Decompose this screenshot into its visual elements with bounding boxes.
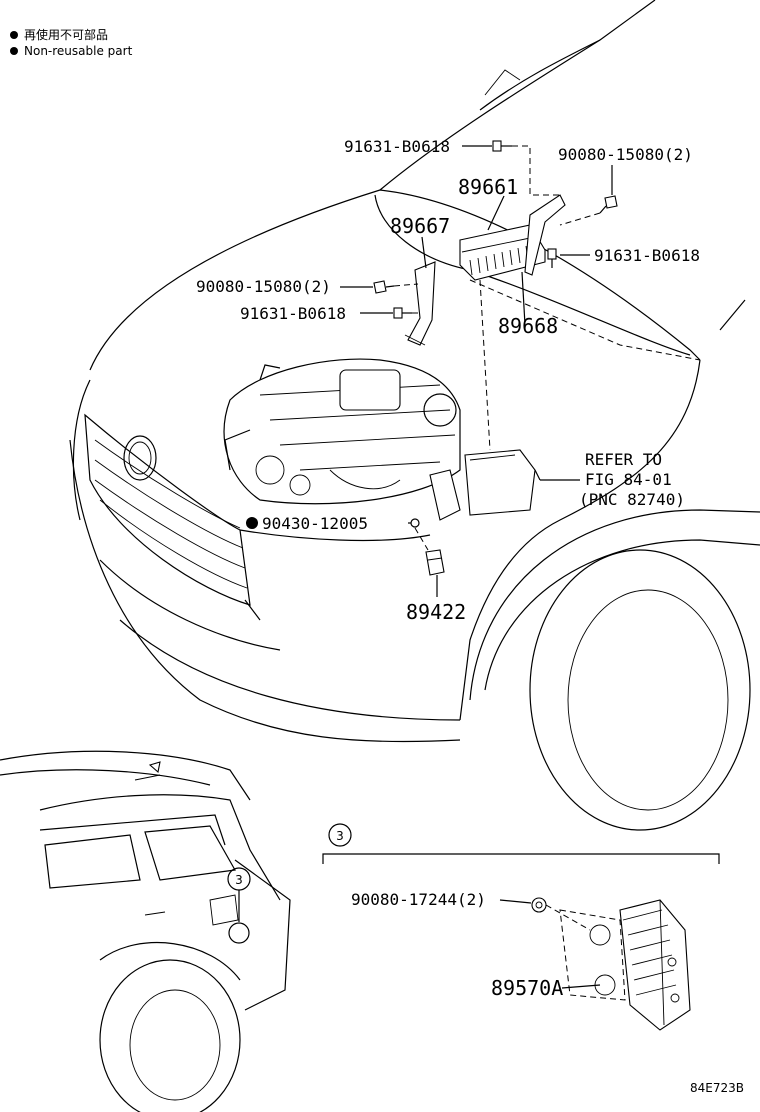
ecu-89570a-assembly bbox=[499, 897, 691, 1031]
rear-ecu-location-marker bbox=[228, 922, 250, 944]
bolt-90080-top bbox=[599, 195, 618, 214]
non-reusable-dot-icon bbox=[10, 47, 18, 55]
label-91631-b0618-top: 91631-B0618 bbox=[344, 137, 450, 156]
bolt-90080-left bbox=[373, 280, 395, 294]
label-89570a: 89570A bbox=[491, 976, 563, 1000]
legend-non-reusable-en: Non-reusable part bbox=[10, 44, 132, 58]
refer-line-2: FIG 84-01 bbox=[585, 470, 672, 489]
bolt-91631-top bbox=[492, 140, 512, 152]
bolt-91631-right bbox=[547, 248, 557, 268]
label-89667: 89667 bbox=[390, 214, 450, 238]
engine-assembly bbox=[223, 358, 536, 576]
label-89668: 89668 bbox=[498, 314, 558, 338]
label-91631-b0618-right: 91631-B0618 bbox=[594, 246, 700, 265]
legend-jp-text: 再使用不可部品 bbox=[24, 28, 109, 42]
non-reusable-dot-icon bbox=[246, 517, 258, 529]
refer-line-3: (PNC 82740) bbox=[579, 490, 685, 509]
vehicle-front-outline bbox=[69, 0, 760, 831]
ecu-89661-assembly bbox=[373, 140, 618, 346]
refer-line-1: REFER TO bbox=[585, 450, 662, 469]
figure-id: 84E723B bbox=[690, 1081, 744, 1095]
callout-3-text: 3 bbox=[235, 873, 243, 887]
label-90080-15080-top: 90080-15080(2) bbox=[558, 145, 693, 164]
bolt-91631-left bbox=[393, 307, 412, 319]
detail-3-bracket bbox=[322, 853, 720, 864]
label-90430-12005: 90430-12005 bbox=[262, 514, 368, 533]
legend-non-reusable-jp: 再使用不可部品 bbox=[10, 26, 108, 43]
label-89422: 89422 bbox=[406, 600, 466, 624]
label-90080-15080-left: 90080-15080(2) bbox=[196, 277, 331, 296]
legend-en-text: Non-reusable part bbox=[24, 44, 133, 58]
detail-3-text: 3 bbox=[336, 829, 344, 843]
label-89661: 89661 bbox=[458, 175, 518, 199]
detail-3-circle bbox=[328, 823, 352, 847]
non-reusable-dot-icon bbox=[10, 30, 18, 39]
label-90080-17244: 90080-17244(2) bbox=[351, 890, 486, 909]
vehicle-rear-outline bbox=[0, 750, 291, 1112]
label-91631-b0618-left: 91631-B0618 bbox=[240, 304, 346, 323]
